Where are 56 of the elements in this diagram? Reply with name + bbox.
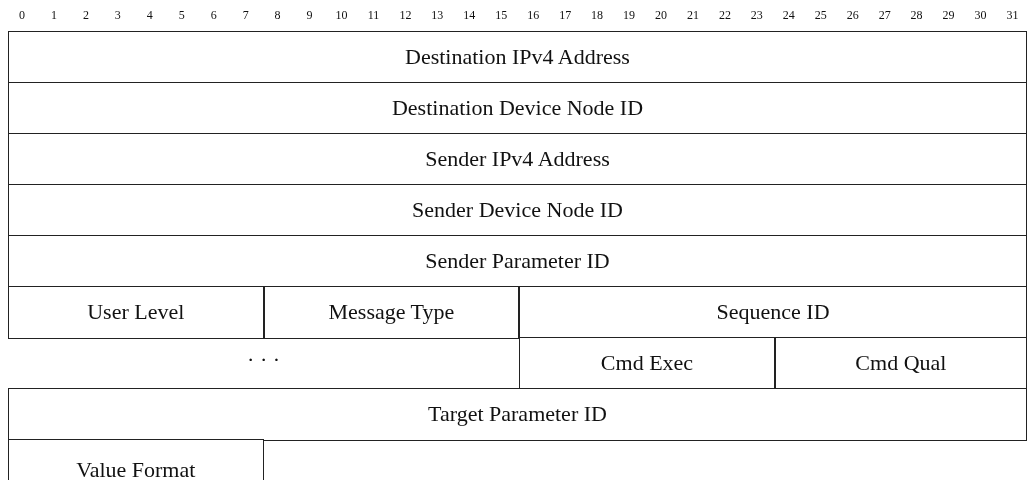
bit-number: 1	[50, 8, 57, 23]
field-box	[8, 235, 1027, 288]
bit-number: 14	[463, 8, 476, 23]
bit-number: 5	[178, 8, 185, 23]
field-name: Message Type	[328, 299, 455, 326]
bit-number: 20	[654, 8, 667, 23]
bit-number: 4	[146, 8, 153, 23]
bit-number: 2	[82, 8, 89, 23]
bit-number: 11	[367, 8, 380, 23]
field-name: Sender Parameter ID	[425, 248, 610, 275]
continuation-mark: · · ·	[247, 347, 281, 373]
field-name: Cmd Qual	[855, 350, 947, 377]
field-name: Cmd Exec	[600, 350, 694, 377]
bit-number: 31	[1006, 8, 1019, 23]
field-box	[8, 388, 1027, 441]
bit-number: 22	[718, 8, 731, 23]
field-box	[263, 286, 520, 339]
bit-number: 21	[686, 8, 699, 23]
field-name: User Level	[87, 299, 185, 326]
bit-number: 25	[814, 8, 827, 23]
field-name: Sender Device Node ID	[412, 197, 623, 224]
field-box	[519, 337, 775, 390]
field-box	[8, 133, 1027, 186]
field-name: Sequence ID	[716, 299, 830, 326]
bit-number: 13	[431, 8, 444, 23]
field-name: Target Parameter ID	[428, 401, 607, 428]
bit-number: 30	[974, 8, 987, 23]
field-name: Value Format	[76, 456, 196, 480]
bit-number: 28	[910, 8, 923, 23]
bit-number: 18	[591, 8, 604, 23]
bit-number: 12	[399, 8, 412, 23]
bit-number: 26	[846, 8, 859, 23]
bit-number: 23	[750, 8, 763, 23]
bit-number: 6	[210, 8, 217, 23]
bit-number: 16	[527, 8, 540, 23]
bit-number: 29	[942, 8, 955, 23]
bit-number: 9	[306, 8, 313, 23]
field-name: Destination Device Node ID	[391, 95, 644, 122]
bit-number: 24	[782, 8, 795, 23]
bit-number: 0	[18, 8, 25, 23]
bit-number: 19	[623, 8, 635, 23]
field-box	[774, 337, 1027, 390]
field-box	[8, 184, 1027, 237]
bit-number: 8	[274, 8, 281, 23]
field-name: Destination IPv4 Address	[405, 44, 630, 71]
field-name: Sender IPv4 Address	[425, 146, 610, 173]
field-box	[8, 286, 264, 339]
bit-number: 3	[114, 8, 121, 23]
field-box	[8, 82, 1027, 135]
bit-number: 17	[559, 8, 572, 23]
field-box	[8, 31, 1027, 84]
bit-number: 7	[242, 8, 249, 23]
bit-number: 10	[335, 8, 348, 23]
field-box	[519, 286, 1027, 339]
bit-number: 27	[878, 8, 891, 23]
bit-number: 15	[495, 8, 508, 23]
